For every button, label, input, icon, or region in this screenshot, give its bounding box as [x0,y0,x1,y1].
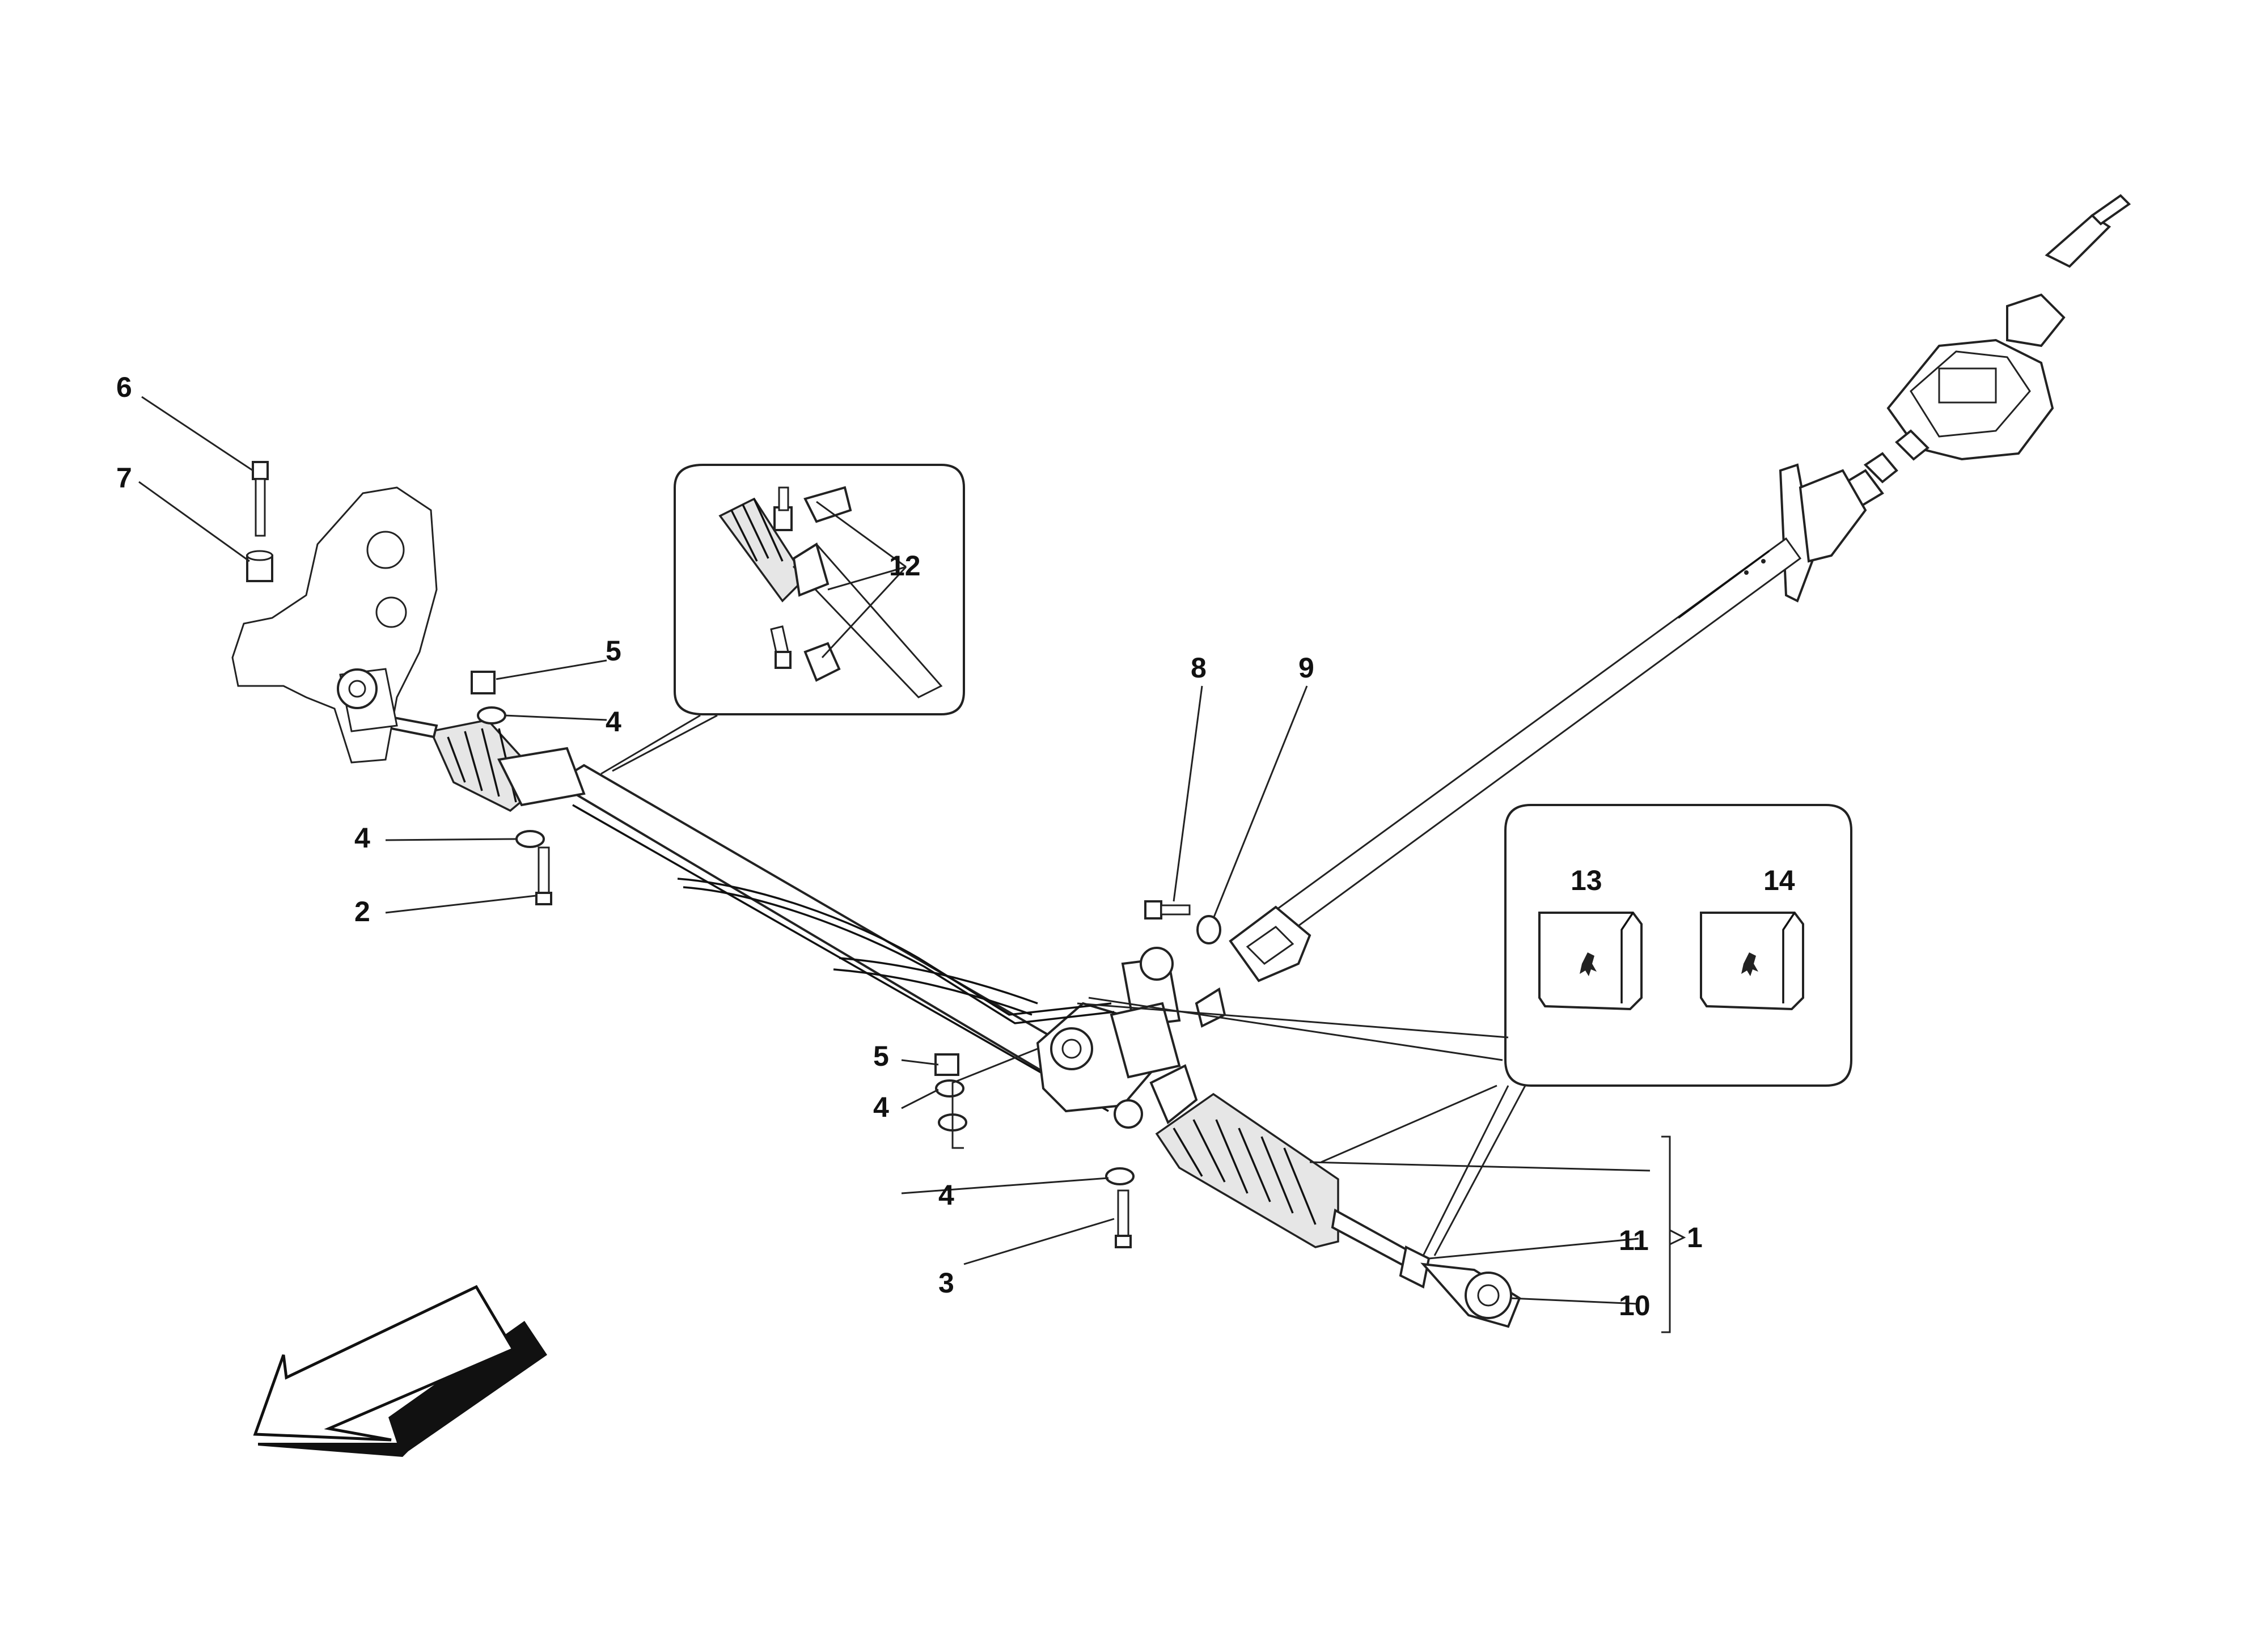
detail-inset-clips [600,464,965,775]
callout-10: 10 [1619,1290,1651,1321]
steering-column [1835,194,2131,512]
callout-5-upper: 5 [606,635,621,667]
callout-3: 3 [938,1267,954,1299]
bolt-8 [1144,900,1191,920]
nut-5-lower [934,1053,959,1076]
washer-4-mid [935,1079,964,1098]
callout-9: 9 [1298,652,1314,684]
callout-8: 8 [1191,652,1207,684]
callout-13: 13 [1571,865,1602,896]
bolt-3 [1115,1189,1132,1248]
washer-4-upper [477,706,506,724]
direction-arrow-icon [253,1285,547,1457]
callout-4-lower: 4 [938,1179,954,1211]
callout-4-mid: 4 [873,1091,889,1123]
decal-14 [1700,912,1804,1011]
callout-4-upper: 4 [606,706,621,738]
callout-12: 12 [889,550,921,582]
callout-1: 1 [1687,1222,1703,1253]
detail-inset-decals [1077,804,1852,1256]
steering-knuckle [231,486,438,764]
leader-lines [138,396,1686,1333]
callout-6: 6 [116,371,132,403]
decal-13 [1538,912,1643,1011]
callout-2: 2 [354,896,370,927]
callout-14: 14 [1763,865,1795,896]
callout-7: 7 [116,462,132,494]
hydraulic-lines [677,878,1115,1024]
washer-4-left-lower [515,830,545,848]
steering-rack [390,715,1521,1328]
prancing-horse-logo-icon [1580,952,1597,976]
washer-4-right [1105,1167,1135,1185]
universal-joint [1229,905,1311,982]
callout-4-left: 4 [354,822,370,854]
callout-labels: 6 7 5 4 4 2 12 8 9 13 14 5 4 4 3 11 10 1 [116,371,1795,1321]
callout-11: 11 [1619,1224,1649,1256]
washer-9 [1196,915,1221,944]
nut-5-upper [471,671,496,694]
bushing-7 [246,550,273,582]
bolt-6 [252,461,269,537]
bolt-2 [535,846,552,905]
callout-5-lower: 5 [873,1040,889,1072]
